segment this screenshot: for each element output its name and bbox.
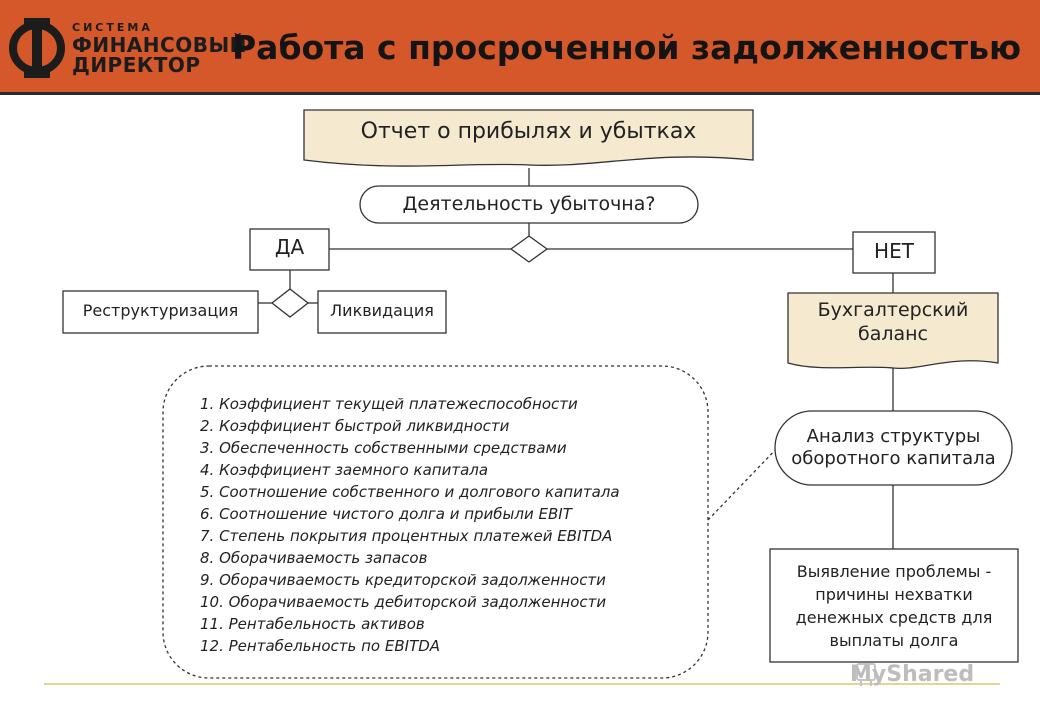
metric-item: 6. Соотношение чистого долга и прибыли E… <box>200 505 572 523</box>
no-node-shape <box>852 231 936 274</box>
problem-node-line-1: Выявление проблемы - <box>796 561 992 581</box>
balance-node-line-1: Бухгалтерский <box>817 299 969 322</box>
metric-item: 8. Оборачиваемость запасов <box>200 549 428 567</box>
logo-line-2: ФИНАНСОВЫЙ <box>72 33 247 57</box>
connector-dashed-metrics <box>707 444 781 521</box>
no-node-label: НЕТ <box>874 239 914 263</box>
question-node-label: Деятельность убыточна? <box>402 192 656 215</box>
option-liquidation: Ликвидация <box>318 291 446 331</box>
decision-diamond <box>509 235 549 263</box>
yes-node-shape <box>249 228 330 271</box>
yes-node: ДА <box>250 229 329 266</box>
logo-line-1: СИСТЕМА <box>72 21 153 34</box>
watermark-icon <box>856 663 876 686</box>
question-node: Деятельность убыточна? <box>360 186 698 223</box>
analysis-node: Анализ структуры оборотного капитала <box>775 411 1012 485</box>
metric-item: 10. Оборачиваемость дебиторской задолжен… <box>200 593 607 611</box>
option-liquidation-shape <box>317 290 447 334</box>
option-liquidation-label: Ликвидация <box>330 301 434 320</box>
analysis-node-shape <box>774 410 1013 486</box>
metric-item: 4. Коэффициент заемного капитала <box>200 461 489 479</box>
problem-node-shape <box>769 548 1019 663</box>
metric-item: 5. Соотношение собственного и долгового … <box>200 483 620 501</box>
option-diamond <box>270 288 310 318</box>
analysis-node-line-1: Анализ структуры <box>806 425 981 447</box>
option-restructuring: Реструктуризация <box>63 291 258 331</box>
header-bar: СИСТЕМА ФИНАНСОВЫЙ ДИРЕКТОР Работа с про… <box>0 0 1040 95</box>
analysis-node-line-2: оборотного капитала <box>791 448 996 469</box>
metric-item: 11. Рентабельность активов <box>200 615 425 633</box>
option-restructuring-label: Реструктуризация <box>82 301 239 320</box>
page-title: Работа с просроченной задолженностью <box>232 28 1022 67</box>
report-node: Отчет о прибылях и убытках <box>304 110 753 154</box>
problem-node-line-2: причины нехватки <box>815 584 973 604</box>
balance-node-shape <box>787 292 999 370</box>
problem-node-line-3: денежных средств для <box>795 607 993 627</box>
problem-node: Выявление проблемы - причины нехватки де… <box>770 549 1018 662</box>
balance-node-line-2: баланс <box>857 323 929 345</box>
problem-node-line-4: выплаты долга <box>829 630 959 650</box>
connectors <box>258 168 894 549</box>
question-node-shape <box>359 185 699 224</box>
logo-line-3: ДИРЕКТОР <box>72 53 201 77</box>
metrics-list: 1. Коэффициент текущей платежеспособност… <box>200 393 710 657</box>
watermark: MyShared <box>850 662 975 687</box>
report-node-label: Отчет о прибылях и убытках <box>360 119 697 145</box>
metric-item: 2. Коэффициент быстрой ликвидности <box>200 417 510 435</box>
no-node: НЕТ <box>853 232 935 271</box>
metric-item: 12. Рентабельность по EBITDA <box>200 637 441 655</box>
balance-node: Бухгалтерский баланс <box>788 293 998 353</box>
option-restructuring-shape <box>62 290 259 334</box>
report-node-shape <box>303 109 754 167</box>
yes-node-label: ДА <box>274 235 305 259</box>
logo-icon <box>9 18 65 78</box>
metric-item: 1. Коэффициент текущей платежеспособност… <box>200 395 578 413</box>
metric-item: 3. Обеспеченность собственными средствам… <box>200 439 567 457</box>
logo-text: СИСТЕМА ФИНАНСОВЫЙ ДИРЕКТОР <box>72 22 247 75</box>
metric-item: 9. Оборачиваемость кредиторской задолжен… <box>200 571 606 589</box>
metrics-box <box>162 365 709 679</box>
metric-item: 7. Степень покрытия процентных платежей … <box>200 527 613 545</box>
